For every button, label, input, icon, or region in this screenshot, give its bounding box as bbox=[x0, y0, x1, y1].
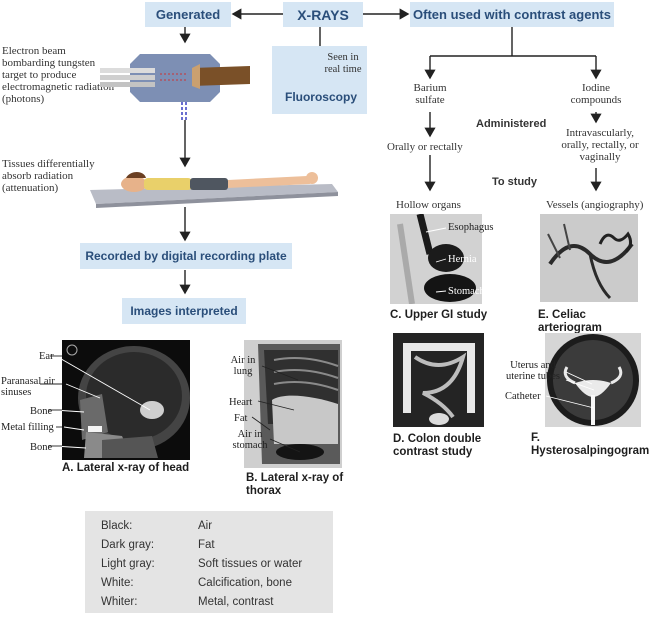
thorax-label-air-lung: Air in lung bbox=[230, 355, 256, 377]
hystero-caption: F. Hysterosalpingogram bbox=[531, 432, 650, 457]
electron-beam-text: Electron beam bombarding tungsten target… bbox=[2, 45, 115, 105]
legend-meaning-air: Air bbox=[198, 520, 213, 532]
legend-meaning-bone: Calcification, bone bbox=[198, 577, 292, 589]
intravascular-label: Intravascularly, orally, rectally, or va… bbox=[561, 127, 639, 163]
fluoroscopy-title: Fluoroscopy bbox=[284, 90, 357, 104]
colon-caption: D. Colon double contrast study bbox=[393, 433, 482, 458]
head-label-metal: Metal filling bbox=[1, 422, 54, 433]
upper-gi-label-esophagus: Esophagus bbox=[448, 222, 494, 233]
hystero-label-uterus: Uterus and uterine tubes bbox=[506, 360, 560, 382]
colon-xray-image bbox=[393, 333, 484, 427]
administered-label: Administered bbox=[476, 118, 547, 130]
head-label-bone-upper: Bone bbox=[30, 406, 53, 417]
generated-box: Generated bbox=[145, 2, 231, 27]
xrays-box: X-RAYS bbox=[283, 2, 363, 27]
interpreted-box: Images interpreted bbox=[122, 298, 246, 324]
orally-rectally-label: Orally or rectally bbox=[387, 141, 463, 153]
head-label-paranasal: Paranasal air sinuses bbox=[1, 376, 55, 398]
to-study-label: To study bbox=[492, 176, 538, 188]
legend-shade-black: Black: bbox=[101, 520, 133, 532]
head-caption: A. Lateral x-ray of head bbox=[62, 462, 190, 474]
legend-shade-light-gray: Light gray: bbox=[101, 558, 155, 570]
iodine-label: Iodine compounds bbox=[570, 82, 622, 106]
xray-tube-illustration bbox=[100, 54, 250, 122]
thorax-label-air-stomach: Air in stomach bbox=[232, 429, 268, 451]
upper-gi-label-stomach: Stomach bbox=[448, 286, 485, 297]
tissues-text: Tissues differentially absorb radiation … bbox=[2, 158, 95, 194]
upper-gi-caption: C. Upper GI study bbox=[390, 309, 488, 321]
upper-gi-label-hernia: Hernia bbox=[448, 254, 477, 265]
xrays-title: X-RAYS bbox=[297, 6, 349, 23]
fluoroscopy-box bbox=[272, 46, 367, 114]
legend-shade-white: White: bbox=[101, 577, 134, 589]
legend-shade-whiter: Whiter: bbox=[101, 596, 138, 608]
celiac-caption: E. Celiac arteriogram bbox=[538, 309, 602, 334]
hystero-label-catheter: Catheter bbox=[505, 391, 541, 402]
legend-meaning-soft-tissue: Soft tissues or water bbox=[198, 558, 303, 570]
recorded-box: Recorded by digital recording plate bbox=[80, 243, 292, 269]
patient-table-illustration bbox=[90, 172, 338, 208]
thorax-label-heart: Heart bbox=[229, 397, 253, 408]
head-xray-image bbox=[62, 340, 190, 460]
vessels-label: Vessels (angiography) bbox=[546, 199, 644, 211]
celiac-arteriogram-image bbox=[540, 214, 638, 302]
head-label-ear: Ear bbox=[39, 351, 54, 362]
legend-meaning-fat: Fat bbox=[198, 539, 215, 551]
density-legend: Black: Air Dark gray: Fat Light gray: So… bbox=[85, 511, 333, 613]
thorax-caption: B. Lateral x-ray of thorax bbox=[246, 472, 344, 497]
interpreted-label: Images interpreted bbox=[130, 304, 238, 318]
hollow-organs-label: Hollow organs bbox=[396, 199, 461, 211]
legend-shade-dark-gray: Dark gray: bbox=[101, 539, 155, 551]
generated-label: Generated bbox=[155, 7, 221, 22]
head-label-bone-lower: Bone bbox=[30, 442, 53, 453]
contrast-label: Often used with contrast agents bbox=[413, 7, 611, 22]
barium-label: Barium sulfate bbox=[413, 82, 447, 106]
legend-meaning-metal: Metal, contrast bbox=[198, 596, 274, 608]
recorded-label: Recorded by digital recording plate bbox=[85, 249, 287, 263]
thorax-label-fat: Fat bbox=[234, 413, 248, 424]
seen-in-real-time: Seen in real time bbox=[324, 52, 362, 75]
contrast-box: Often used with contrast agents bbox=[410, 2, 614, 27]
